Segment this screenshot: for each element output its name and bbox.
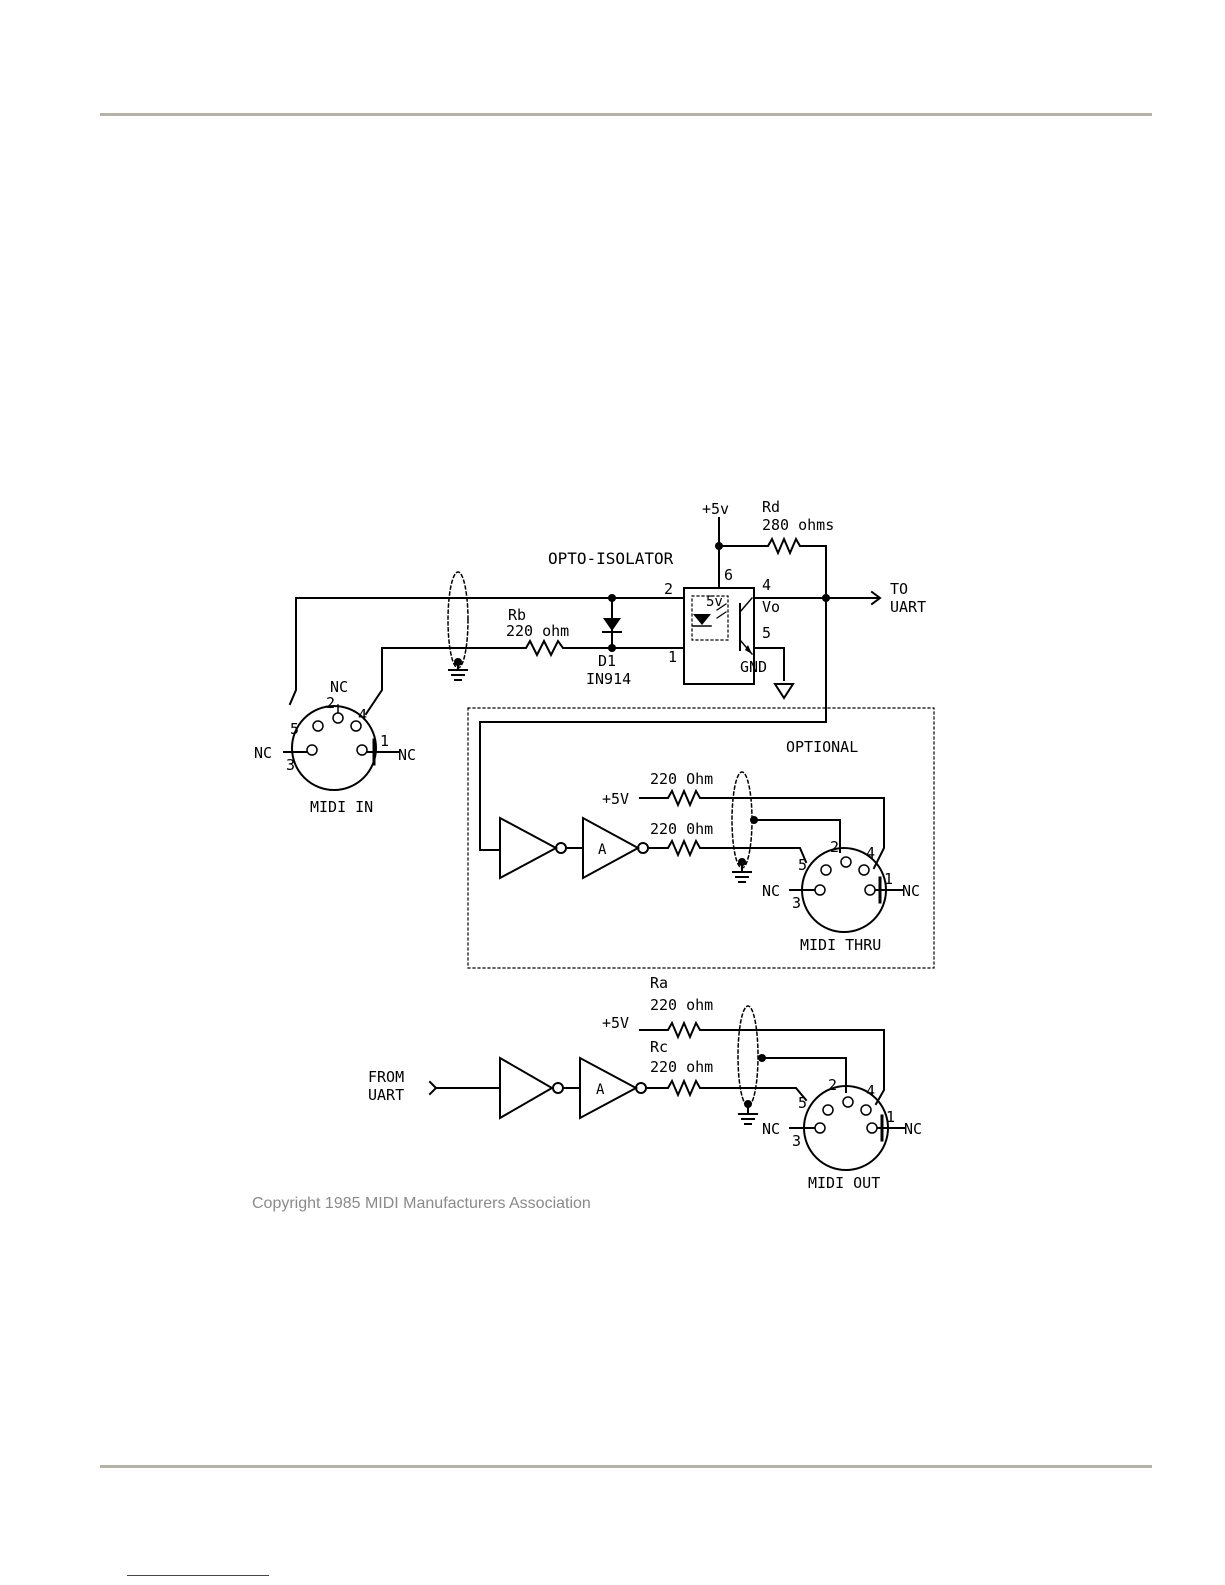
label-d1-value: IN914 (586, 670, 631, 688)
inverter-thru-1 (500, 818, 566, 878)
label-thru-r1: 220 Ohm (650, 770, 713, 788)
midi-in-pin1: 1 (380, 732, 389, 750)
label-to: TO (890, 580, 908, 598)
midi-out-connector (790, 1086, 904, 1170)
label-out-buffer-a: A (596, 1082, 605, 1098)
label-ra-name: Ra (650, 974, 668, 992)
midi-in-pin4: 4 (358, 706, 367, 724)
inverter-out-1 (500, 1058, 563, 1118)
label-from: FROM (368, 1068, 404, 1086)
label-pin1: 1 (668, 648, 677, 666)
midi-in-pin2: 2 (326, 694, 335, 712)
buffer-out-a (580, 1058, 646, 1118)
label-pin4: 4 (762, 576, 771, 594)
midi-thru-nc-left: NC (762, 882, 780, 900)
label-opto-title: OPTO-ISOLATOR (548, 549, 674, 568)
label-to-uart: UART (890, 598, 926, 616)
junction (608, 644, 616, 652)
midi-in-nc-left: NC (254, 744, 272, 762)
junction (715, 542, 723, 550)
label-rd-name: Rd (762, 498, 780, 516)
midi-thru-pin1: 1 (884, 870, 893, 888)
midi-thru-pin3: 3 (792, 894, 801, 912)
diode-d1 (603, 618, 621, 632)
label-plus5v-top: +5v (702, 500, 729, 518)
midi-in-nc-right: NC (398, 746, 416, 764)
junction (758, 1054, 766, 1062)
label-rd-value: 280 ohms (762, 516, 834, 534)
label-opto-gnd: GND (740, 658, 767, 676)
midi-in-wiring (290, 598, 684, 714)
cable-shield-thru (732, 772, 752, 868)
midi-out-nc-left: NC (762, 1120, 780, 1138)
label-ra-value: 220 ohm (650, 996, 713, 1014)
resistor-rc (664, 1081, 806, 1100)
midi-out-pin3: 3 (792, 1132, 801, 1150)
midi-thru-pin2: 2 (830, 838, 839, 856)
label-rb-value: 220 ohm (506, 622, 569, 640)
label-from-uart: UART (368, 1086, 404, 1104)
midi-thru-nc-right: NC (902, 882, 920, 900)
junction (608, 594, 616, 602)
ground-symbol-out (739, 1100, 757, 1124)
label-opto-5v: 5v (706, 594, 723, 610)
label-pin2: 2 (664, 580, 673, 598)
bottom-rule (100, 1465, 1152, 1468)
footer-link-underline[interactable] (127, 1575, 269, 1576)
junction (750, 816, 758, 824)
midi-thru-pin4: 4 (866, 844, 875, 862)
resistor-rd (764, 539, 826, 598)
label-pin6: 6 (724, 566, 733, 584)
midi-in-title: MIDI IN (310, 798, 373, 816)
midi-thru-pin5: 5 (798, 856, 807, 874)
buffer-thru-a (583, 818, 648, 878)
copyright-text: Copyright 1985 MIDI Manufacturers Associ… (252, 1195, 591, 1212)
cable-shield-out (738, 1006, 758, 1106)
cable-shield (448, 572, 468, 668)
label-thru-buffer-a: A (598, 842, 607, 858)
midi-out-pin1: 1 (886, 1108, 895, 1126)
label-optional: OPTIONAL (786, 738, 858, 756)
resistor-rb (520, 641, 566, 655)
label-opto-vo: Vo (762, 598, 780, 616)
label-rc-name: Rc (650, 1038, 668, 1056)
midi-out-nc-right: NC (904, 1120, 922, 1138)
label-thru-plus5v: +5V (602, 790, 629, 808)
midi-out-title: MIDI OUT (808, 1174, 880, 1192)
label-thru-r2: 220 0hm (650, 820, 713, 838)
midi-out-pin5: 5 (798, 1094, 807, 1112)
ground-symbol-thru (733, 858, 751, 882)
midi-out-pin2: 2 (828, 1076, 837, 1094)
label-out-plus5v: +5V (602, 1014, 629, 1032)
midi-in-pin3: 3 (286, 756, 295, 774)
ground-symbol (449, 658, 467, 680)
label-d1-name: D1 (598, 652, 616, 670)
midi-thru-title: MIDI THRU (800, 936, 881, 954)
label-rc-value: 220 ohm (650, 1058, 713, 1076)
gnd-triangle (775, 684, 793, 698)
label-pin5: 5 (762, 624, 771, 642)
midi-out-pin4: 4 (866, 1082, 875, 1100)
midi-in-pin5: 5 (290, 720, 299, 738)
